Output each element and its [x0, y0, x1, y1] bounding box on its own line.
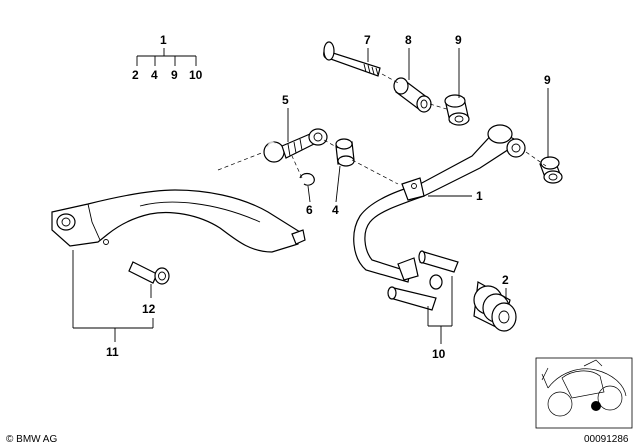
socket-head-screw [128, 261, 170, 285]
circlip [299, 172, 315, 186]
group-callout-2: 2 [132, 68, 139, 82]
motorcycle-silhouette-icon [541, 359, 627, 417]
bushing [335, 138, 355, 167]
callout-7: 7 [364, 33, 371, 47]
motorcycle-location-thumbnail [535, 357, 633, 429]
pivot-bolt [323, 41, 381, 77]
footpeg-rubber [473, 281, 517, 332]
callout-10: 10 [432, 347, 446, 361]
callouts: 5 6 4 7 8 9 9 1 2 10 12 11 [72, 33, 551, 361]
callout-4: 4 [332, 203, 339, 217]
callout-6: 6 [306, 203, 313, 217]
document-number: 00091286 [584, 434, 629, 445]
bushing-cup-upper [444, 94, 470, 126]
pivot-sleeve [393, 77, 432, 113]
ball-joint [263, 128, 328, 163]
group-callout-9: 9 [171, 68, 178, 82]
group-callout-4: 4 [151, 68, 158, 82]
spring-pins [387, 250, 459, 311]
copyright-label: © BMW AG [6, 434, 57, 445]
callout-9-right: 9 [544, 73, 551, 87]
assembly-lines [217, 73, 547, 185]
callout-9-upper: 9 [455, 33, 462, 47]
location-marker-icon [591, 401, 601, 411]
callout-12: 12 [142, 302, 156, 316]
callout-2: 2 [502, 273, 509, 287]
group-callout: 1 2 4 9 10 [132, 33, 203, 82]
group-callout-1: 1 [160, 33, 167, 47]
callout-5: 5 [282, 93, 289, 107]
callout-11: 11 [106, 345, 119, 359]
shift-lever [353, 124, 526, 283]
brake-pedal-lever [51, 189, 306, 253]
bushing-cup-right [539, 156, 563, 184]
group-callout-10: 10 [189, 68, 203, 82]
callout-1: 1 [476, 189, 483, 203]
callout-8: 8 [405, 33, 412, 47]
